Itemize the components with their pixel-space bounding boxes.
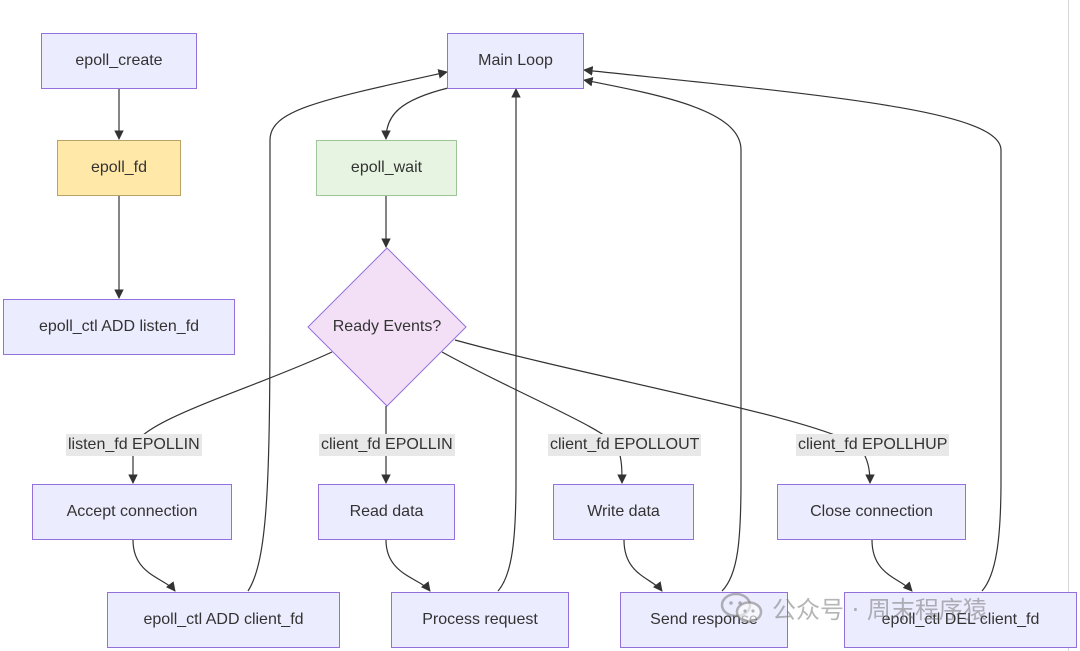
send-response-node[interactable]: Send response	[620, 592, 788, 648]
edge-del-to-main	[583, 66, 1002, 592]
close-connection-node[interactable]: Close connection	[777, 484, 966, 540]
edge-decision-to-write	[441, 351, 627, 484]
frame-border	[1068, 0, 1069, 651]
edge-close-to-del	[871, 539, 913, 592]
epoll-ctl-del-client-node[interactable]: epoll_ctl DEL client_fd	[844, 592, 1077, 648]
edge-send-to-main	[583, 76, 742, 592]
ready-events-diamond[interactable]	[307, 247, 467, 407]
main-loop-node[interactable]: Main Loop	[447, 33, 584, 89]
watermark-text: 公众号 · 周末程序猿	[772, 596, 987, 624]
edge-ctl-client-to-main	[247, 69, 448, 592]
edge-label-listen-epollin: listen_fd EPOLLIN	[66, 434, 202, 456]
ready-events-label: Ready Events?	[332, 318, 442, 335]
edge-read-to-process	[385, 539, 431, 592]
epoll-ctl-add-client-node[interactable]: epoll_ctl ADD client_fd	[107, 592, 340, 648]
edge-write-to-send	[623, 539, 663, 592]
edge-label-client-epollin: client_fd EPOLLIN	[319, 434, 455, 456]
accept-connection-node[interactable]: Accept connection	[32, 484, 232, 540]
edge-process-to-main	[497, 88, 521, 592]
epoll-create-node[interactable]: epoll_create	[41, 33, 197, 89]
edge-label-client-epollhup: client_fd EPOLLHUP	[796, 434, 950, 456]
edge-label-client-epollout: client_fd EPOLLOUT	[548, 434, 702, 456]
epoll-fd-node[interactable]: epoll_fd	[57, 140, 181, 196]
edge-decision-to-close	[454, 339, 875, 484]
read-data-node[interactable]: Read data	[318, 484, 455, 540]
process-request-node[interactable]: Process request	[391, 592, 569, 648]
watermark: 公众号 · 周末程序猿	[720, 590, 987, 625]
edge-decision-to-accept	[128, 351, 333, 484]
edge-main-to-wait	[381, 87, 449, 140]
epoll-ctl-add-listen-node[interactable]: epoll_ctl ADD listen_fd	[3, 299, 235, 355]
write-data-node[interactable]: Write data	[553, 484, 694, 540]
epoll-wait-node[interactable]: epoll_wait	[316, 140, 457, 196]
wechat-icon	[720, 592, 763, 623]
edge-accept-to-ctl-client	[132, 539, 176, 592]
